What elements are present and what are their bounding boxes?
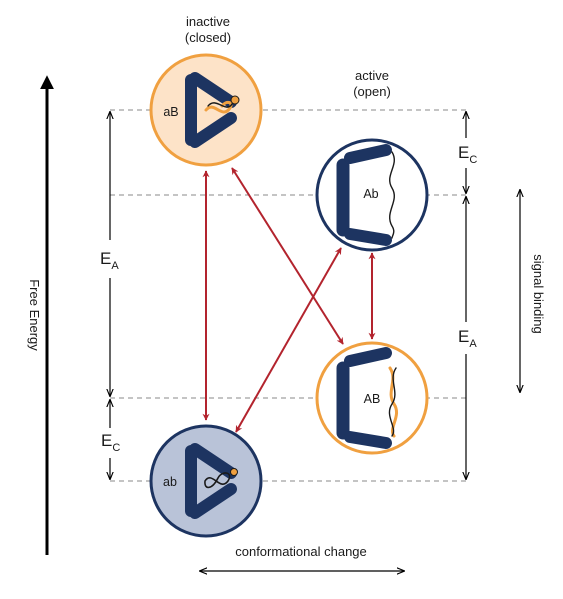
active-subheader: (open) xyxy=(353,84,391,99)
transition-arrows xyxy=(202,167,376,433)
protein-open-AB-icon xyxy=(336,347,399,449)
state-ab-circle xyxy=(149,424,263,538)
active-header: active xyxy=(355,68,389,83)
left-ec-label: EC xyxy=(101,431,120,454)
free-energy-label: Free Energy xyxy=(27,279,42,351)
transition-Ab-ab xyxy=(235,247,342,433)
inactive-header: inactive xyxy=(186,14,230,29)
inactive-subheader: (closed) xyxy=(185,30,231,45)
right-ec-label: EC xyxy=(458,143,477,166)
signal-binding-label: signal binding xyxy=(531,254,546,334)
state-aB-label: aB xyxy=(163,105,178,119)
conformational-change-label: conformational change xyxy=(235,544,367,559)
right-ea-label: EA xyxy=(458,327,477,350)
left-ea-label: EA xyxy=(100,249,119,272)
state-ab-label: ab xyxy=(163,475,177,489)
state-AB-label: AB xyxy=(364,392,381,406)
protein-closed-ab-icon xyxy=(185,443,238,519)
protein-closed-aB-icon xyxy=(185,72,240,148)
state-Ab-label: Ab xyxy=(363,187,378,201)
